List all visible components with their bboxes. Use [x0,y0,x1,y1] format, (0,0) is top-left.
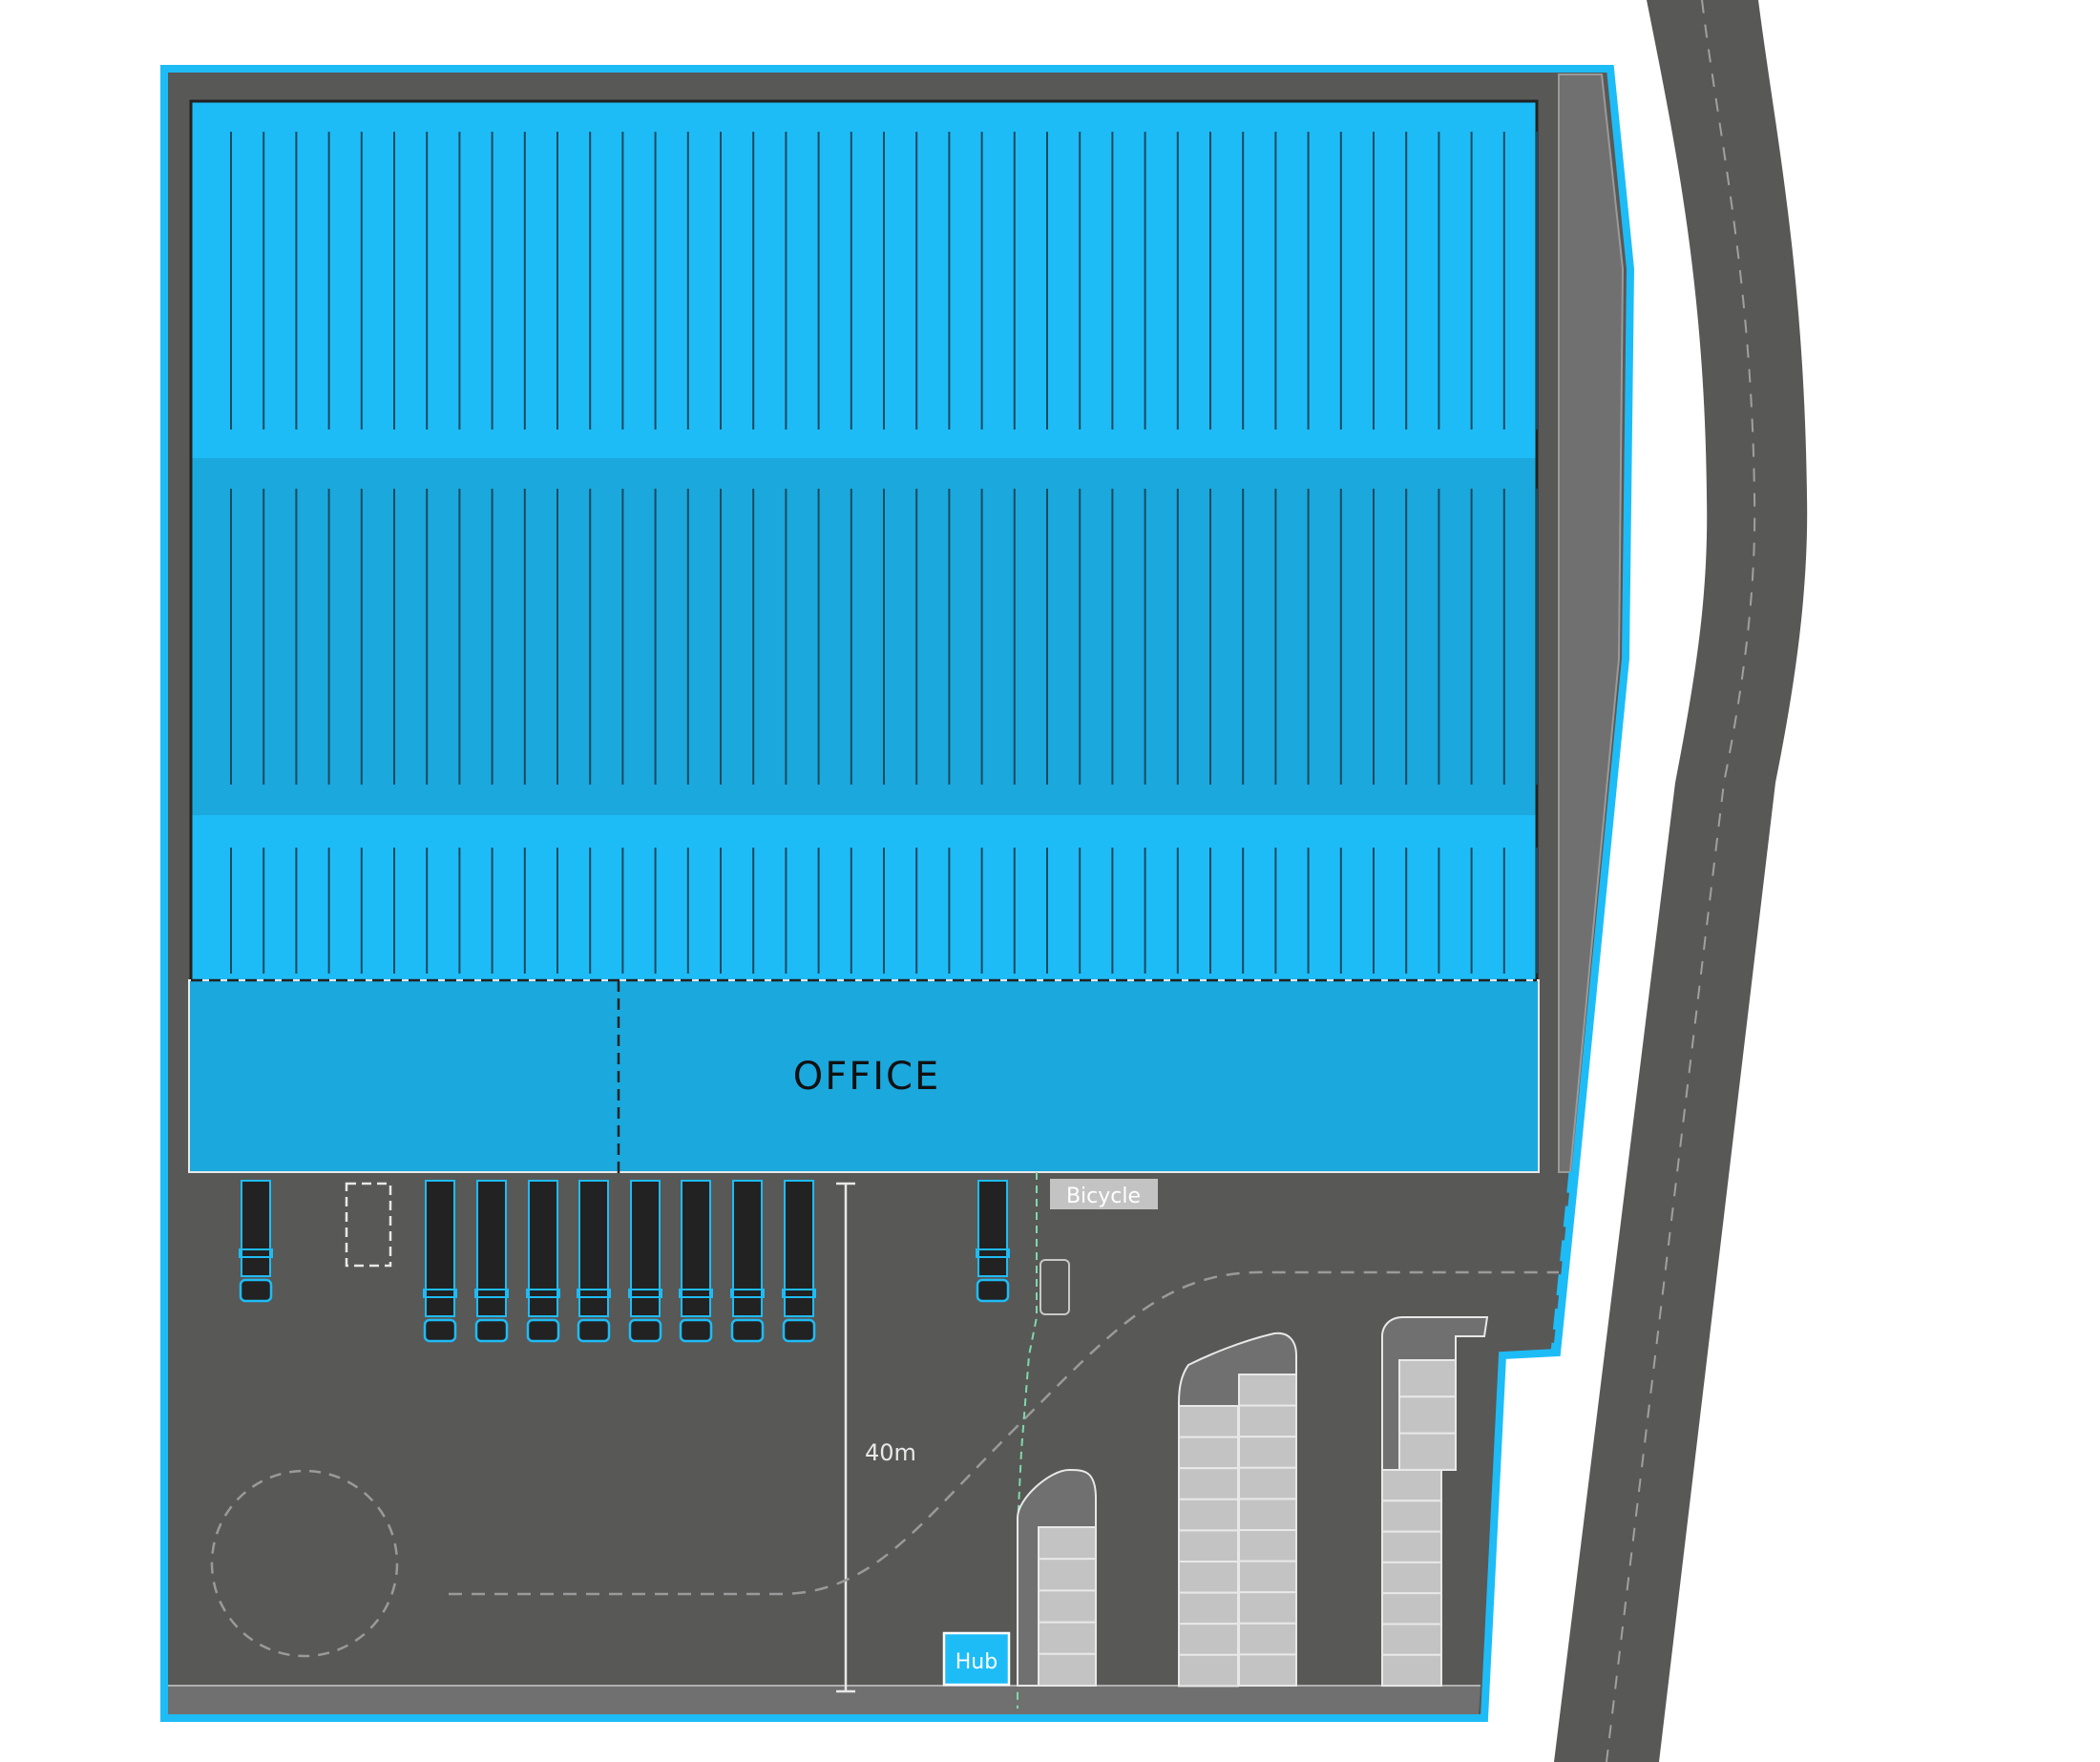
parking-bay [1238,1560,1297,1594]
parking-bay [1178,1405,1239,1438]
parking-bay [1038,1526,1097,1561]
turning-circle [210,1469,399,1658]
parking-bay [1238,1374,1297,1407]
parking-bay [1381,1500,1442,1533]
parking-bay [1178,1529,1239,1563]
road-centre-line [1606,0,1756,1762]
access-road [1554,0,1808,1762]
hub-label: Hub [956,1650,998,1674]
parking-bay [1238,1622,1297,1656]
parking-bays-1 [1038,1526,1097,1688]
south-strip [168,1686,1480,1714]
entrance-gate [1550,1171,1578,1353]
parking-bay [1238,1436,1297,1469]
parking-bay [1381,1469,1442,1502]
pedestrian-path [1017,1172,1038,1709]
hub-icon [942,1631,1011,1687]
parking-bay [1038,1589,1097,1624]
parking-bay [1178,1498,1239,1532]
parking-bay [1238,1591,1297,1625]
parking-bay [1238,1404,1297,1438]
kiosk [1040,1259,1070,1315]
truck-icon [782,1180,816,1343]
parking-bay [1398,1432,1457,1471]
parking-bay [1381,1653,1442,1688]
parking-bays-2 [1178,1405,1239,1688]
truck-icon [577,1180,611,1343]
bicycle-shelter[interactable]: Bicycle [1050,1179,1158,1209]
parking-bay [1381,1530,1442,1563]
roof-ribs [230,132,1538,974]
parking-bay [1238,1653,1297,1688]
empty-truck-bay [345,1182,392,1268]
truck-row [239,1180,1010,1343]
dimension-label: 40m [865,1439,916,1466]
warehouse-roof [189,99,1539,983]
parking-bay [1238,1529,1297,1563]
office-block: OFFICE [188,978,1540,1174]
parking-bay [1238,1466,1297,1500]
parking-bay [1381,1561,1442,1595]
parking-bay [1178,1591,1239,1626]
truck-icon [628,1180,662,1343]
truck-icon [679,1180,713,1343]
hub[interactable]: Hub [942,1631,1011,1687]
bicycle-shelter-icon [1050,1179,1158,1209]
vehicle-route-path [449,1270,1559,1596]
parking-bay [1178,1436,1239,1470]
parking-bay [1038,1652,1097,1688]
parking-bay [1178,1561,1239,1594]
parking-bay [1178,1467,1239,1500]
parking-bay [1038,1558,1097,1592]
parking-bay [1178,1653,1239,1688]
parking-bay [1238,1498,1297,1532]
parking-bay [1381,1592,1442,1626]
truck-icon [423,1180,457,1343]
parking-island-1 [1017,1468,1097,1688]
parking-bay [1381,1623,1442,1656]
dimension-line [836,1182,855,1693]
parking-bay [1398,1395,1457,1435]
truck-icon [976,1180,1010,1303]
truck-icon [239,1180,273,1303]
truck-icon [730,1180,765,1343]
truck-icon [526,1180,560,1343]
parking-bay [1398,1359,1457,1398]
parking-bays-3 [1238,1359,1457,1688]
parking-bay [1178,1623,1239,1656]
bicycle-label: Bicycle [1066,1185,1141,1208]
parking-island-3 [1238,1316,1489,1688]
parking-bay [1038,1621,1097,1655]
east-side-strip [1558,73,1625,1173]
truck-icon [474,1180,509,1343]
office-label: OFFICE [793,1055,941,1099]
